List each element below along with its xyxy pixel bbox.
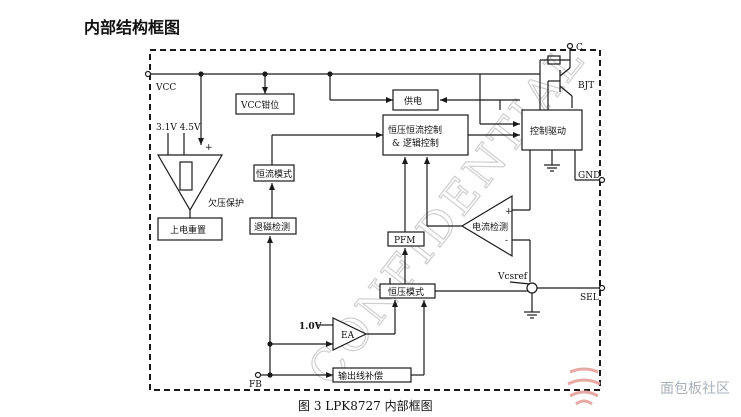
drive-label: 控制驱动 <box>530 125 566 137</box>
fb-pin <box>254 371 262 379</box>
threshold-label: 3.1V 4.5V <box>156 123 201 133</box>
sel-label: SEL <box>580 293 599 303</box>
power-on-reset-label: 上电重置 <box>170 224 206 236</box>
bjt-resistor <box>547 55 561 65</box>
demag-block <box>249 217 297 235</box>
cv-mode-label: 恒压模式 <box>388 286 424 298</box>
power-on-reset-block <box>157 217 223 241</box>
drive-block <box>521 109 583 151</box>
current-detect-label: 电流检测 <box>472 221 508 233</box>
cmp-minus-label: - <box>505 236 508 246</box>
power-supply-label: 供电 <box>404 95 422 107</box>
cable-comp-label: 输出线补偿 <box>338 370 383 382</box>
vcsref-label: Vcsref <box>497 272 528 282</box>
pfm-block <box>387 231 425 247</box>
vcc-label: VCC <box>155 83 176 93</box>
chip-boundary <box>149 49 601 391</box>
cv-cc-logic-label-1: 恒压恒流控制 <box>388 124 442 136</box>
sel-pin <box>598 284 606 292</box>
bjt-label: BJT <box>578 81 594 91</box>
summing-node <box>526 282 538 294</box>
cmp-plus-label: + <box>505 207 513 217</box>
current-detect-comparator <box>460 194 513 258</box>
c-pin <box>566 42 574 50</box>
cv-cc-logic-label-2: & 逻辑控制 <box>392 137 439 149</box>
cc-mode-label: 恒流模式 <box>256 168 292 180</box>
board-logo-icon <box>567 367 601 406</box>
power-supply-block <box>392 89 439 111</box>
error-amplifier <box>332 317 368 351</box>
gnd-pin <box>598 176 606 184</box>
uvlo-plus-label: + <box>205 143 213 153</box>
demag-label: 退磁检测 <box>254 221 290 233</box>
diagram-heading: 内部结构框图 <box>84 18 181 37</box>
pfm-label: PFM <box>394 236 416 246</box>
cc-mode-block <box>253 164 295 182</box>
uvlo-label: 欠压保护 <box>208 197 244 209</box>
figure-caption: 图 3 LPK8727 内部框图 <box>298 399 433 413</box>
vcc-pin <box>144 70 152 78</box>
uvlo-comparator <box>156 154 224 212</box>
site-watermark: 面包板社区 <box>660 381 730 397</box>
vcc-clamp-block <box>235 93 295 115</box>
c-label: C <box>576 43 583 53</box>
fb-label: FB <box>249 380 262 390</box>
vcc-clamp-label: VCC钳位 <box>240 99 279 111</box>
vref-label: 1.0V <box>299 322 323 332</box>
ea-label: EA <box>341 331 355 341</box>
gnd-label: GND <box>578 171 600 181</box>
